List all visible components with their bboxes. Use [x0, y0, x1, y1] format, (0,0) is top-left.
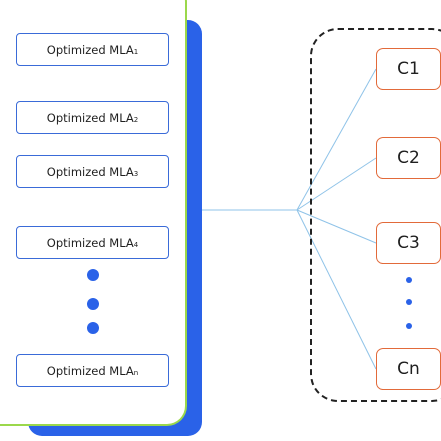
cluster-box-c2: C2 [376, 137, 441, 179]
mla-box-subscript: n [133, 368, 139, 377]
mla-box-label: Optimized MLA [46, 363, 134, 378]
mla-box-label: Optimized MLA [46, 42, 134, 57]
mla-box-subscript: 1 [133, 47, 139, 56]
cluster-label: Cn [397, 359, 420, 379]
mla-box-subscript: 3 [133, 169, 139, 178]
cluster-group [310, 28, 441, 402]
ellipsis-dot [406, 277, 412, 283]
ellipsis-dot [87, 322, 99, 334]
mla-box-label: Optimized MLA [46, 235, 134, 250]
cluster-box-cn: Cn [376, 348, 441, 390]
cluster-label: C3 [397, 233, 420, 253]
ellipsis-dot [87, 298, 99, 310]
ellipsis-dot [406, 299, 412, 305]
cluster-label: C1 [397, 59, 420, 79]
cluster-box-c1: C1 [376, 48, 441, 90]
cluster-label: C2 [397, 148, 420, 168]
mla-box-subscript: 2 [133, 115, 139, 124]
ellipsis-dot [87, 269, 99, 281]
mla-box-subscript: 4 [133, 240, 139, 249]
mla-box-label: Optimized MLA [46, 110, 134, 125]
cluster-box-c3: C3 [376, 222, 441, 264]
mla-box-label: Optimized MLA [46, 164, 134, 179]
ellipsis-dot [406, 323, 412, 329]
